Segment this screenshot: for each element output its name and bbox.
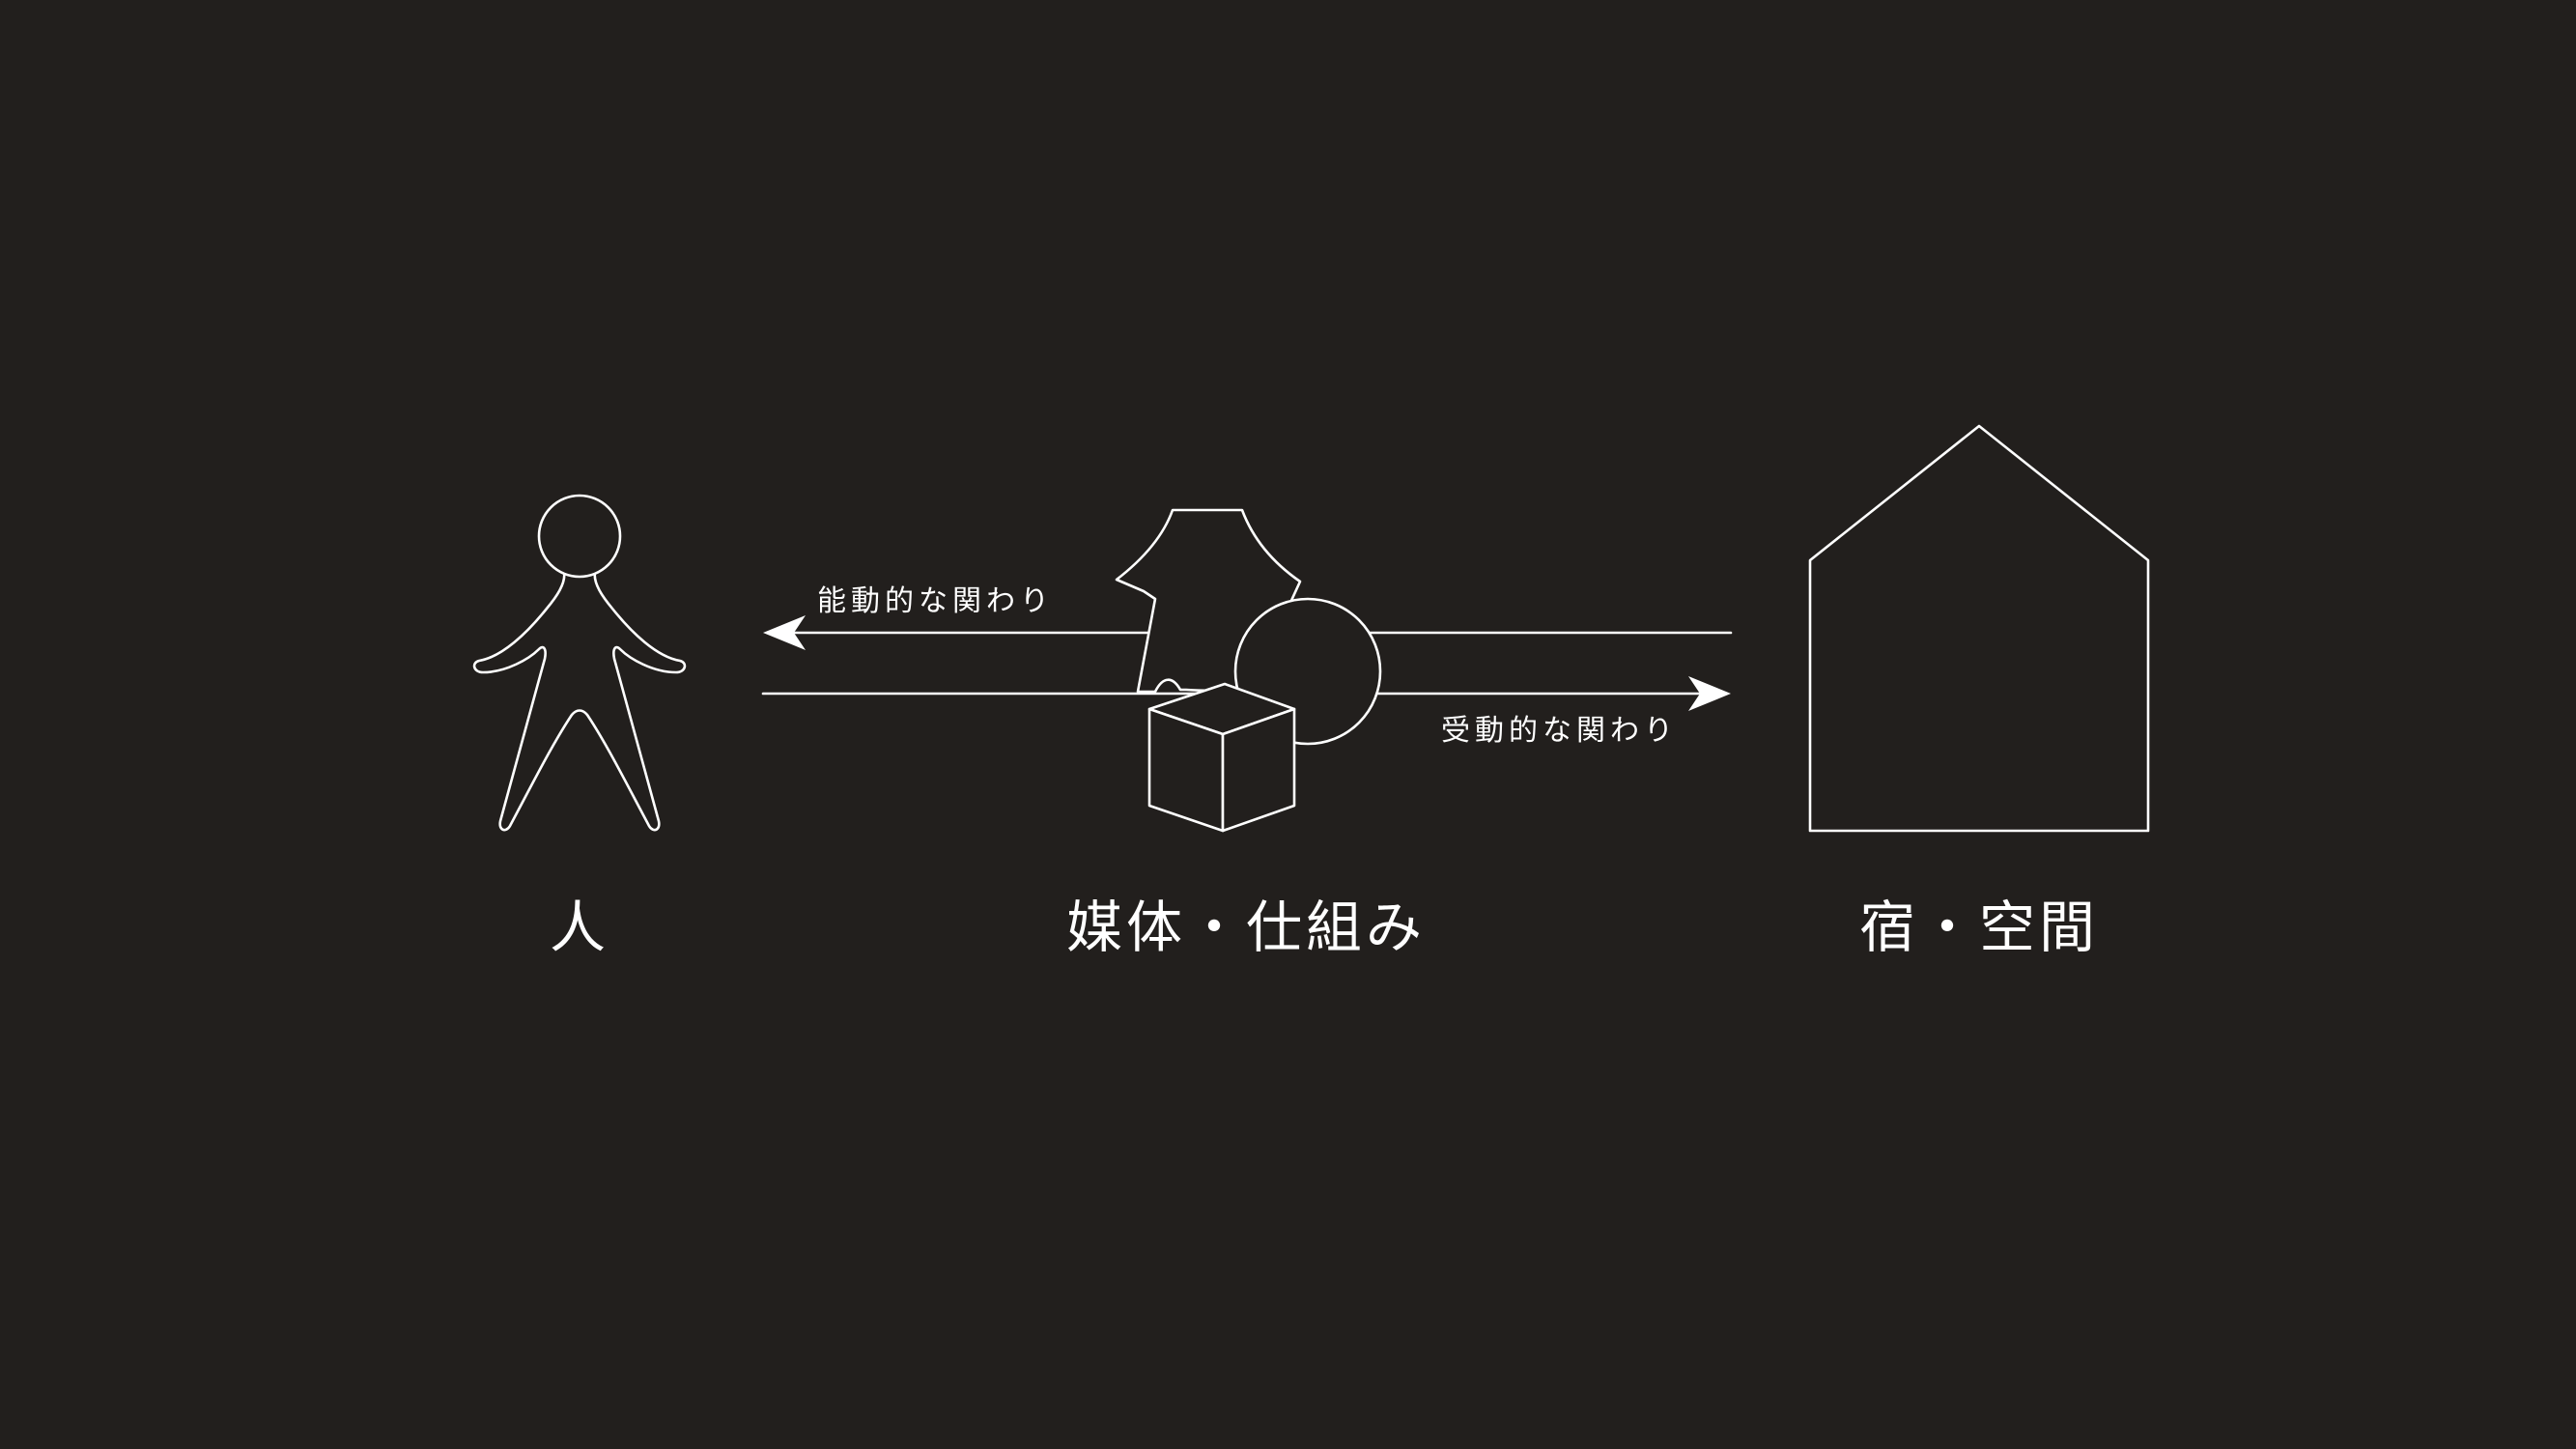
space-label: 宿・空間 xyxy=(1859,895,2099,960)
person-label: 人 xyxy=(550,895,609,960)
passive-relation-label: 受動的な関わり xyxy=(1441,714,1678,748)
arrowhead-right-icon xyxy=(1688,676,1731,711)
arrowhead-left-icon xyxy=(763,615,806,650)
house-outline xyxy=(1808,424,2150,833)
cube-right xyxy=(1221,707,1296,833)
cube-icon xyxy=(1147,682,1296,833)
medium-label: 媒体・仕組み xyxy=(1066,895,1426,960)
active-relation-label: 能動的な関わり xyxy=(817,584,1054,618)
person-head xyxy=(537,494,622,579)
person-icon xyxy=(472,494,687,832)
objects-icon xyxy=(1115,508,1382,833)
person-body xyxy=(472,570,687,832)
house-icon xyxy=(1808,424,2150,833)
